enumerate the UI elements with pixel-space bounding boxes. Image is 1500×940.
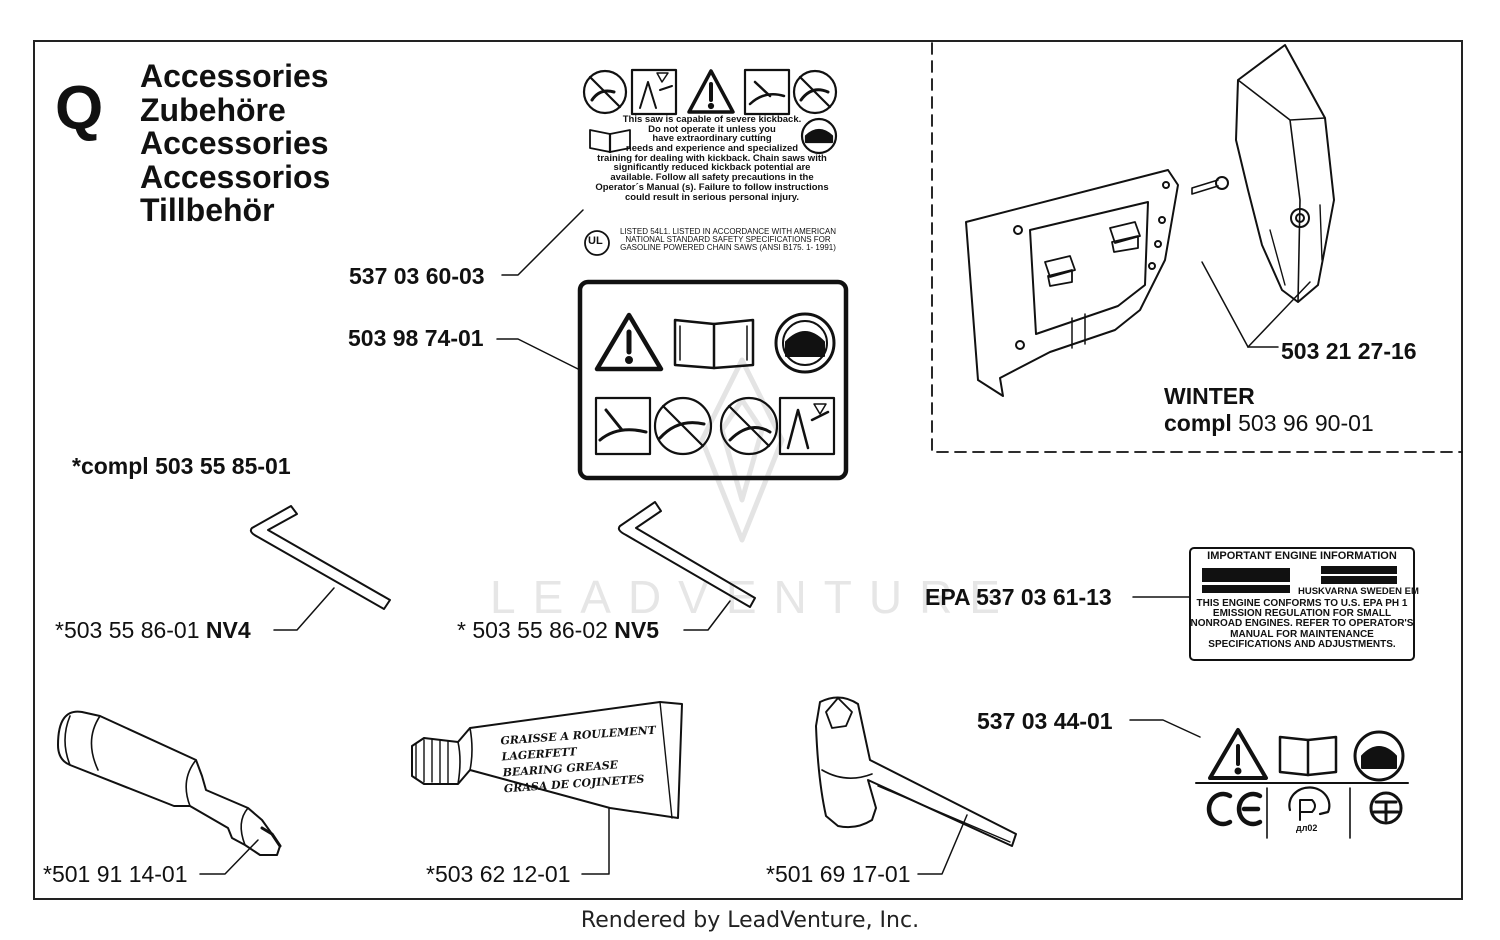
- part-label-hex-nv4[interactable]: *503 55 86-01 NV4: [55, 617, 251, 643]
- decal-hand-icons: [594, 396, 836, 456]
- kickback-listing-text: LISTED 54L1. LISTED IN ACCORDANCE WITH A…: [619, 227, 837, 253]
- grease-gun: [57, 710, 282, 856]
- epa-decal: [1189, 547, 1415, 661]
- section-letter: Q: [55, 74, 104, 143]
- ce-gear-icon: [1353, 730, 1405, 782]
- part-label-kickback-decal[interactable]: 537 03 60-03: [349, 263, 485, 289]
- ce-safety-decal: [1195, 728, 1409, 839]
- title-de: Zubehöre: [140, 91, 286, 128]
- part-label-winter-cover[interactable]: 503 21 27-16: [1281, 338, 1417, 364]
- section-titles: Accessories Zubehöre Accessories Accesso…: [140, 58, 331, 228]
- part-label-epa-decal[interactable]: EPA 537 03 61-13: [925, 584, 1112, 610]
- diagram-frame: [33, 40, 1463, 900]
- winter-kit-divider: [931, 42, 1463, 453]
- ce-warning-triangle-icon: [1208, 728, 1268, 780]
- warning-triangle-icon: [594, 312, 664, 372]
- combination-wrench: [815, 696, 1017, 847]
- winter-kit-title: WINTER: [1164, 383, 1255, 409]
- gost-sublabel: дл02: [1296, 823, 1318, 833]
- epa-maker: HUSKVARNA SWEDEN EM: [1298, 586, 1419, 597]
- part-label-hex-nv5[interactable]: * 503 55 86-02 NV5: [457, 617, 660, 643]
- ce-mark-icon: [1206, 791, 1263, 827]
- footer-credit: Rendered by LeadVenture, Inc.: [580, 908, 920, 933]
- part-label-warning-decal[interactable]: 503 98 74-01: [348, 325, 484, 351]
- part-label-winter-kit[interactable]: compl 503 96 90-01: [1164, 410, 1374, 436]
- grease-tube-text: GRAISSE A ROULEMENT LAGERFETT BEARING GR…: [500, 723, 657, 796]
- epa-body-text: THIS ENGINE CONFORMS TO U.S. EPA PH 1 EM…: [1190, 598, 1414, 650]
- kickback-decal-text: This saw is capable of severe kickback. …: [595, 114, 829, 203]
- part-label-ce-decal[interactable]: 537 03 44-01: [977, 708, 1113, 734]
- warning-decal: [577, 279, 849, 481]
- gost-mark-icon: [1288, 786, 1331, 821]
- title-sv: Tillbehör: [140, 192, 275, 228]
- protective-gear-icon: [774, 312, 836, 374]
- ul-mark: UL: [588, 235, 603, 247]
- watermark-logo: [699, 357, 785, 543]
- title-en: Accessories: [140, 58, 329, 94]
- part-label-grease-gun[interactable]: *501 91 14-01: [43, 861, 188, 887]
- part-label-grease-tube[interactable]: *503 62 12-01: [426, 861, 571, 887]
- hex-key-nv5: [617, 501, 756, 608]
- kickback-decal-icons: [582, 68, 838, 256]
- watermark-text: LEADVENTURE: [490, 571, 1017, 623]
- tr-mark-icon: [1369, 791, 1403, 825]
- winter-cover-shield: [1191, 44, 1335, 303]
- part-label-combi-wrench[interactable]: *501 69 17-01: [766, 861, 911, 887]
- winter-cover-plate: [965, 169, 1179, 397]
- title-es: Accessorios: [140, 158, 331, 195]
- leader-lines: [199, 209, 1311, 875]
- manual-book-icon: [673, 318, 755, 370]
- ce-manual-icon: [1278, 735, 1338, 777]
- title-fr: Accessories: [140, 125, 329, 161]
- grease-tube: [411, 701, 683, 819]
- epa-header: IMPORTANT ENGINE INFORMATION: [1207, 550, 1397, 562]
- part-label-hex-kit[interactable]: *compl 503 55 85-01: [72, 453, 291, 479]
- hex-key-nv4: [249, 505, 391, 610]
